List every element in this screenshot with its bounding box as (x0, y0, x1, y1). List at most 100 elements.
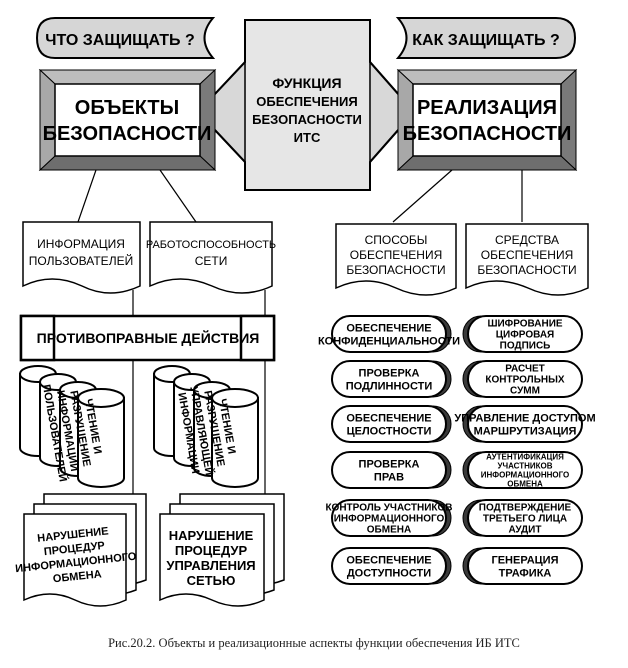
question-how-label: КАК ЗАЩИЩАТЬ ? (412, 32, 559, 49)
method-item-shape (331, 360, 447, 398)
method-item-1-line-1: ОБЕСПЕЧЕНИЕ (346, 322, 431, 334)
center-line-4: ИТС (294, 130, 321, 145)
doc-network-line-2: СЕТИ (195, 254, 228, 268)
means-item-shape (467, 547, 583, 585)
method-item-shape (331, 405, 447, 443)
means-item-2-line-1: РАСЧЕТ (505, 364, 545, 375)
means-item-2-line-2: КОНТРОЛЬНЫХ (485, 375, 564, 386)
security-methods-column: ОБЕСПЕЧЕНИЕКОНФИДЕНЦИАЛЬНОСТИПРОВЕРКАПОД… (318, 315, 460, 585)
figure-caption: Рис.20.2. Объекты и реализационные аспек… (108, 636, 520, 650)
means-item-shape (467, 405, 583, 443)
means-item-5-line-3: АУДИТ (509, 525, 542, 536)
doc-security-methods: СПОСОБЫ ОБЕСПЕЧЕНИЯ БЕЗОПАСНОСТИ (335, 223, 457, 296)
center-function-arrow: ФУНКЦИЯ ОБЕСПЕЧЕНИЯ БЕЗОПАСНОСТИ ИТС (196, 19, 416, 191)
method-item-2-line-2: ПОДЛИННОСТИ (346, 380, 433, 392)
violation-info-exchange: НАРУШЕНИЕ ПРОЦЕДУР ИНФОРМАЦИОННОГО ОБМЕН… (15, 493, 147, 607)
illegal-actions-banner: ПРОТИВОПРАВНЫЕ ДЕЙСТВИЯ (19, 314, 276, 362)
method-item-5-line-2: ИНФОРМАЦИОННОГО (334, 514, 445, 525)
cylinder-stack-user-info: ЧТЕНИЕ И РАЗРУШЕНИЕ ИНФОРМАЦИИ ПОЛЬЗОВАТ… (19, 365, 125, 488)
doc-means-line-2: ОБЕСПЕЧЕНИЯ (481, 248, 573, 262)
means-item-5-line-2: ТРЕТЬЕГО ЛИЦА (483, 514, 567, 525)
implementation-box-line-2: БЕЗОПАСНОСТИ (403, 123, 572, 145)
diagram-canvas: ЧТО ЗАЩИЩАТЬ ? КАК ЗАЩИЩАТЬ ? ФУНКЦИЯ ОБ… (15, 17, 596, 607)
means-item-5-line-1: ПОДТВЕРЖДЕНИЕ (479, 503, 572, 514)
security-implementation-box: РЕАЛИЗАЦИЯ БЕЗОПАСНОСТИ (396, 68, 578, 172)
means-item-4-line-1: АУТЕНТИФИКАЦИЯ (486, 452, 564, 461)
doc-means-line-1: СРЕДСТВА (495, 233, 559, 247)
cylinder-stack-control-info: ЧТЕНИЕ И РАЗРУШЕНИЕ УПРАВЛЯЮЩЕЙ ИНФОРМАЦ… (153, 365, 259, 488)
top-connectors (77, 169, 523, 223)
doc-user-info-line-2: ПОЛЬЗОВАТЕЛЕЙ (29, 253, 133, 268)
method-item-3-line-1: ОБЕСПЕЧЕНИЕ (346, 412, 431, 424)
doc-means-line-3: БЕЗОПАСНОСТИ (477, 263, 576, 277)
means-item-shape (467, 451, 583, 489)
center-line-3: БЕЗОПАСНОСТИ (252, 112, 362, 127)
method-item-4-line-2: ПРАВ (374, 471, 404, 483)
means-item-shape (467, 499, 583, 537)
violation-network-control: НАРУШЕНИЕ ПРОЦЕДУР УПРАВЛЕНИЯ СЕТЬЮ (159, 493, 285, 607)
doc-methods-line-3: БЕЗОПАСНОСТИ (346, 263, 445, 277)
question-what-shape: ЧТО ЗАЩИЩАТЬ ? (35, 17, 216, 59)
doc-user-info-line-1: ИНФОРМАЦИЯ (37, 237, 125, 251)
means-item-1-line-2: ЦИФРОВАЯ (496, 330, 554, 341)
method-item-6-line-2: ДОСТУПНОСТИ (347, 567, 431, 579)
center-line-1: ФУНКЦИЯ (272, 75, 341, 91)
method-item-shape (331, 499, 447, 537)
doc-network-line-1: РАБОТОСПОСОБНОСТЬ (146, 239, 276, 251)
means-item-1-line-3: ПОДПИСЬ (500, 341, 551, 352)
question-what-label: ЧТО ЗАЩИЩАТЬ ? (45, 32, 194, 49)
means-item-4-line-4: ОБМЕНА (507, 479, 543, 488)
objects-box-line-2: БЕЗОПАСНОСТИ (43, 123, 212, 145)
doc-methods-line-2: ОБЕСПЕЧЕНИЯ (350, 248, 442, 262)
doc-methods-line-1: СПОСОБЫ (365, 233, 428, 247)
method-item-shape (331, 451, 447, 489)
means-item-4-line-2: УЧАСТНИКОВ (497, 461, 552, 470)
violation2-line-2: ПРОЦЕДУР (175, 543, 248, 558)
method-item-1-line-2: КОНФИДЕНЦИАЛЬНОСТИ (318, 335, 460, 347)
objects-of-security-box: ОБЪЕКТЫ БЕЗОПАСНОСТИ (38, 68, 217, 172)
method-item-4-line-1: ПРОВЕРКА (359, 458, 420, 470)
means-item-4: АУТЕНТИФИКАЦИЯУЧАСТНИКОВИНФОРМАЦИОННОГОО… (462, 451, 583, 489)
method-item-2-line-1: ПРОВЕРКА (359, 367, 420, 379)
doc-user-information: ИНФОРМАЦИЯ ПОЛЬЗОВАТЕЛЕЙ (22, 221, 141, 294)
doc-network-operability: РАБОТОСПОСОБНОСТЬ СЕТИ (146, 221, 276, 294)
method-item-6-line-1: ОБЕСПЕЧЕНИЕ (346, 554, 431, 566)
method-item-shape (331, 547, 447, 585)
method-item-shape (331, 315, 447, 353)
doc-security-means: СРЕДСТВА ОБЕСПЕЧЕНИЯ БЕЗОПАСНОСТИ (465, 223, 589, 296)
objects-box-line-1: ОБЪЕКТЫ (75, 97, 179, 119)
means-item-shape (467, 315, 583, 353)
violation2-line-1: НАРУШЕНИЕ (169, 528, 254, 543)
means-item-6-line-1: ГЕНЕРАЦИЯ (491, 554, 558, 566)
means-item-4-line-3: ИНФОРМАЦИОННОГО (481, 470, 570, 479)
means-item-1-line-1: ШИФРОВАНИЕ (487, 319, 562, 330)
center-line-2: ОБЕСПЕЧЕНИЯ (256, 94, 357, 109)
means-item-6-line-2: ТРАФИКА (499, 567, 552, 579)
method-item-5-line-3: ОБМЕНА (367, 525, 411, 536)
means-item-3-line-1: УПРАВЛЕНИЕ ДОСТУПОМ (454, 412, 595, 424)
question-how-shape: КАК ЗАЩИЩАТЬ ? (395, 17, 577, 59)
means-item-shape (467, 360, 583, 398)
implementation-box-line-1: РЕАЛИЗАЦИЯ (417, 97, 557, 119)
violation2-line-3: УПРАВЛЕНИЯ (166, 558, 255, 573)
means-item-3-line-2: МАРШРУТИЗАЦИЯ (474, 425, 577, 437)
method-item-5-line-1: КОНТРОЛЬ УЧАСТНИКОВ (325, 503, 452, 514)
banner-label: ПРОТИВОПРАВНЫЕ ДЕЙСТВИЯ (37, 329, 260, 346)
violation1-line-4: ОБМЕНА (52, 568, 102, 585)
violation2-line-4: СЕТЬЮ (187, 573, 236, 588)
means-item-2-line-3: СУММ (510, 386, 540, 397)
method-item-3-line-2: ЦЕЛОСТНОСТИ (347, 425, 432, 437)
